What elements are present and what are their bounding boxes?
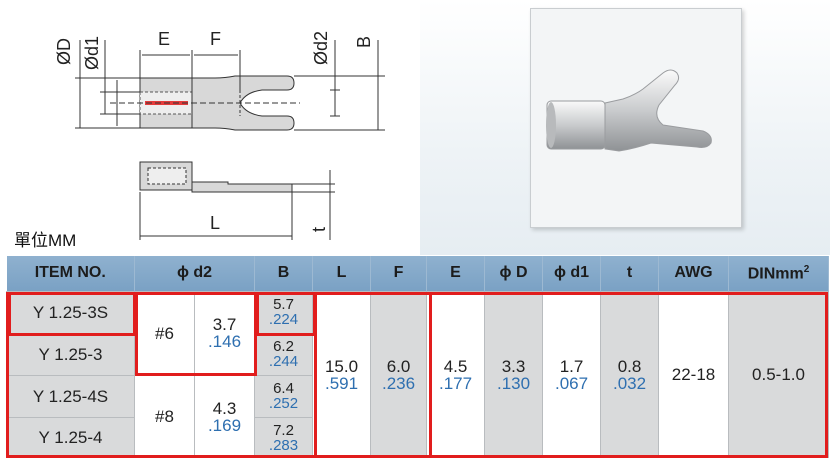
awg-cell: 22-18: [658, 290, 730, 458]
header-B: B: [254, 256, 314, 291]
stud-cell: #6: [134, 290, 195, 376]
B-cell: 6.4.252: [254, 374, 314, 418]
din-cell: 0.5-1.0: [728, 290, 830, 458]
t-cell: 0.8.032: [600, 290, 660, 458]
stud-cell: #8: [134, 374, 195, 458]
header-awg: AWG: [658, 256, 730, 291]
header-F: F: [370, 256, 428, 291]
B-cell: 6.2.244: [254, 332, 314, 376]
label-d1: Ød1: [82, 36, 102, 70]
d1-cell: 1.7.067: [542, 290, 602, 458]
label-L: L: [210, 213, 220, 233]
table-row: Y 1.25-3 6.2.244: [6, 332, 829, 376]
B-cell: 5.7.224: [254, 290, 314, 334]
table-row: Y 1.25-3S #6 3.7.146 5.7.224 15.0.591 6.…: [6, 290, 830, 458]
header-E: E: [426, 256, 486, 291]
header-din: DINmm2: [728, 256, 830, 291]
header-item-no: ITEM NO.: [6, 256, 135, 291]
terminal-technical-drawing: ØD Ød1 E F Ød2 B L t: [54, 29, 385, 240]
specification-table: ITEM NO. ϕ d2 B L F E ϕ D ϕ d1 t AWG DIN…: [6, 256, 830, 458]
table-header-row: ITEM NO. ϕ d2 B L F E ϕ D ϕ d1 t AWG DIN…: [6, 256, 830, 291]
L-cell: 15.0.591: [312, 290, 372, 458]
label-d2: Ød2: [311, 31, 331, 65]
label-F: F: [210, 29, 221, 49]
header-L: L: [312, 256, 372, 291]
header-D: ϕ D: [484, 256, 544, 291]
table-row: Y 1.25-4S #8 4.3.169 6.4.252: [6, 374, 829, 458]
label-B: B: [354, 36, 374, 48]
D-cell: 3.3.130: [484, 290, 544, 458]
label-D: ØD: [54, 38, 74, 65]
item-cell: Y 1.25-3: [6, 332, 135, 376]
label-t: t: [309, 227, 329, 232]
product-photo: [530, 8, 742, 228]
label-E: E: [158, 29, 170, 49]
d2-cell: 4.3.169: [193, 374, 256, 458]
B-cell: 7.2.283: [254, 416, 314, 458]
header-d2: ϕ d2: [134, 256, 256, 291]
E-cell: 4.5.177: [426, 290, 486, 458]
spade-terminal-image: [546, 69, 712, 152]
F-cell: 6.0.236: [370, 290, 428, 458]
table-row: Y 1.25-4 7.2.283: [6, 416, 829, 458]
header-d1: ϕ d1: [542, 256, 602, 291]
item-cell: Y 1.25-4S: [6, 374, 135, 418]
d2-cell: 3.7.146: [193, 290, 256, 376]
item-cell: Y 1.25-4: [6, 416, 135, 458]
unit-label: 單位MM: [14, 231, 77, 250]
header-t: t: [600, 256, 660, 291]
item-cell: Y 1.25-3S: [6, 290, 135, 334]
